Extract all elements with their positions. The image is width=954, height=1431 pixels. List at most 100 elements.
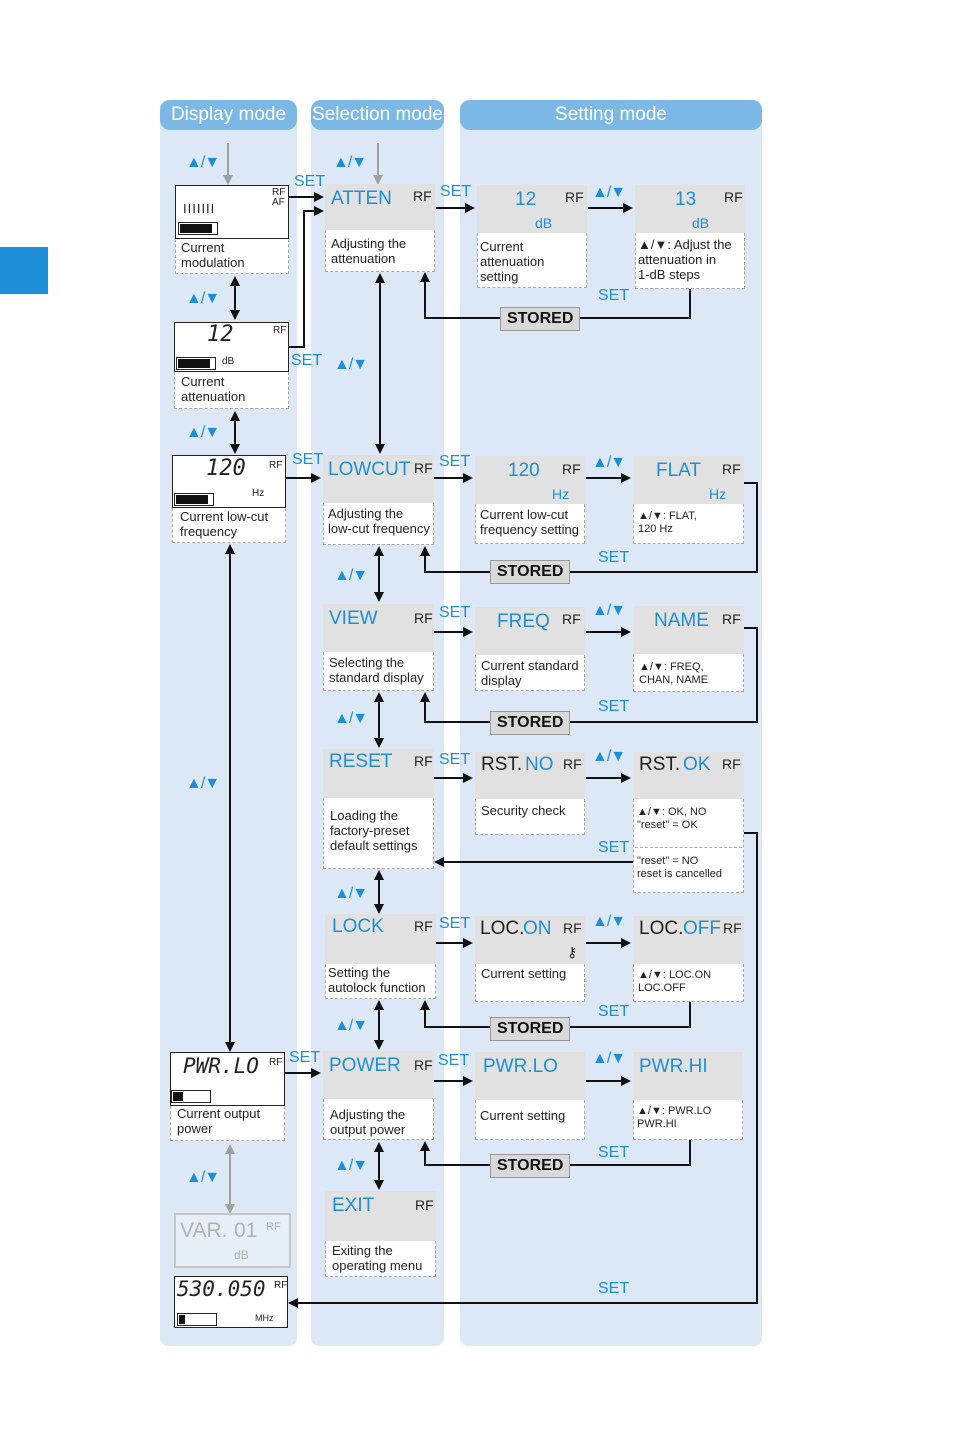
rf-label: RF [723, 920, 742, 936]
updown-icon: ▲/▼ [334, 1157, 368, 1174]
updown-icon: ▲/▼ [592, 602, 626, 619]
setting-mode-header: Setting mode [460, 100, 762, 130]
setting-title-value: OFF [683, 918, 721, 939]
setting-desc: ▲/▼: PWR.LO PWR.HI [637, 1105, 712, 1130]
menu-lowcut: LOWCUT RF Adjusting the low-cut frequenc… [323, 455, 434, 545]
setting-desc: Current standard display [481, 658, 579, 688]
rf-label: RF [413, 188, 432, 204]
menu-atten: ATTEN RF Adjusting the attenuation [325, 184, 435, 272]
unit-label: Hz [552, 486, 570, 502]
set-label: SET [439, 915, 471, 932]
updown-icon: ▲/▼ [592, 184, 626, 201]
set-label: SET [598, 839, 630, 856]
set-label: SET [439, 453, 471, 470]
updown-icon: ▲/▼ [592, 748, 626, 765]
updown-icon: ▲/▼ [592, 454, 626, 471]
lcd-value: 12 [207, 322, 234, 347]
display-power: PWR.LO RF Current output power [170, 1052, 285, 1141]
menu-title: VIEW [329, 608, 378, 629]
rf-label: RF [269, 460, 283, 471]
menu-title: ATTEN [331, 188, 392, 209]
set-label: SET [438, 1052, 470, 1069]
display-lowcut: 120 RF Hz Current low-cut frequency [172, 455, 286, 543]
battery-icon [176, 357, 216, 370]
rf-label: RF [414, 753, 433, 769]
setting-title: LOC. [639, 918, 684, 939]
rf-label: RF [269, 1057, 283, 1068]
menu-title: LOWCUT [328, 459, 411, 480]
setting-desc: ▲/▼: Adjust the attenuation in 1-dB step… [638, 237, 732, 282]
setting-title: LOC. [480, 918, 525, 939]
var-value: 01 [234, 1219, 258, 1242]
rf-label: RF [722, 756, 741, 772]
setting-title: 120 [508, 460, 540, 481]
setting-desc: Current setting [480, 1108, 566, 1123]
stored-label: STORED [500, 307, 581, 331]
setting-power-new: PWR.HI ▲/▼: PWR.LO PWR.HI [633, 1052, 743, 1140]
lcd-value: 530.050 [177, 1277, 266, 1301]
rf-label: RF [273, 325, 287, 336]
updown-icon: ▲/▼ [334, 710, 368, 727]
setting-view-current: FREQ RF Current standard display [475, 607, 585, 691]
stored-label: STORED [490, 560, 571, 584]
menu-title: EXIT [332, 1195, 375, 1216]
modulation-desc: Current modulation [181, 240, 245, 270]
set-label: SET [292, 451, 324, 468]
setting-desc-cancel: "reset" = NO reset is cancelled [637, 855, 722, 880]
updown-icon: ▲/▼ [186, 775, 220, 792]
rf-label: RF [414, 610, 433, 626]
updown-icon: ▲/▼ [186, 424, 220, 441]
unit-label: dB [222, 356, 235, 367]
menu-view: VIEW RF Selecting the standard display [323, 604, 434, 691]
rf-label: RF [415, 1197, 434, 1213]
lcd-value: PWR.LO [183, 1054, 259, 1078]
rf-label: RF [722, 461, 741, 477]
menu-lock: LOCK RF Setting the autolock function [325, 914, 436, 999]
rf-label: RF [565, 189, 584, 205]
battery-icon [177, 1313, 217, 1326]
setting-atten-current: 12 RF dB Current attenuation setting [477, 185, 587, 288]
battery-icon [171, 1090, 211, 1103]
set-label: SET [598, 1280, 630, 1297]
setting-title: RST. [639, 754, 681, 775]
display-mode-header: Display mode [160, 100, 297, 130]
stored-label: STORED [490, 1017, 571, 1041]
setting-reset-new: RST. OK RF ▲/▼: OK, NO "reset" = OK "res… [633, 752, 744, 893]
updown-icon: ▲/▼ [592, 1050, 626, 1067]
unit-label: dB [234, 1248, 249, 1262]
unit-label: Hz [709, 486, 727, 502]
setting-title: 12 [515, 189, 537, 210]
battery-icon [178, 222, 218, 235]
rf-label: RF [563, 756, 582, 772]
setting-title-value: OK [683, 754, 711, 775]
setting-title: RST. [481, 754, 523, 775]
setting-lock-current: LOC. ON RF ⚷ Current setting [475, 916, 585, 1002]
setting-lock-new: LOC. OFF RF ▲/▼: LOC.ON LOC.OFF [633, 916, 744, 1002]
setting-desc: Current low-cut frequency setting [480, 507, 580, 537]
setting-desc: ▲/▼: OK, NO "reset" = OK [637, 806, 707, 831]
rf-label: RF [266, 1221, 281, 1233]
updown-icon: ▲/▼ [334, 885, 368, 902]
selection-mode-header: Selection mode [311, 100, 444, 130]
rf-label: RF [724, 189, 743, 205]
menu-desc: Loading the factory-preset default setti… [330, 808, 418, 853]
unit-label: dB [535, 215, 553, 231]
updown-icon: ▲/▼ [592, 913, 626, 930]
rf-label: RF [562, 461, 581, 477]
lowcut-desc: Current low-cut frequency [180, 509, 269, 539]
set-label: SET [598, 698, 630, 715]
menu-title: POWER [329, 1055, 401, 1076]
rf-label: RF [563, 920, 582, 936]
section-tab-marker [0, 247, 48, 294]
menu-desc: Adjusting the output power [330, 1107, 406, 1137]
lcd-value: 120 [206, 456, 246, 481]
stored-label: STORED [490, 711, 571, 735]
set-label: SET [440, 183, 472, 200]
display-var: VAR. 01 RF dB [174, 1213, 291, 1268]
set-label: SET [291, 352, 323, 369]
rf-label: RF [272, 187, 286, 198]
display-attenuation: 12 RF dB Current attenuation [174, 322, 289, 409]
set-label: SET [294, 173, 326, 190]
set-label: SET [598, 549, 630, 566]
set-label: SET [598, 1144, 630, 1161]
